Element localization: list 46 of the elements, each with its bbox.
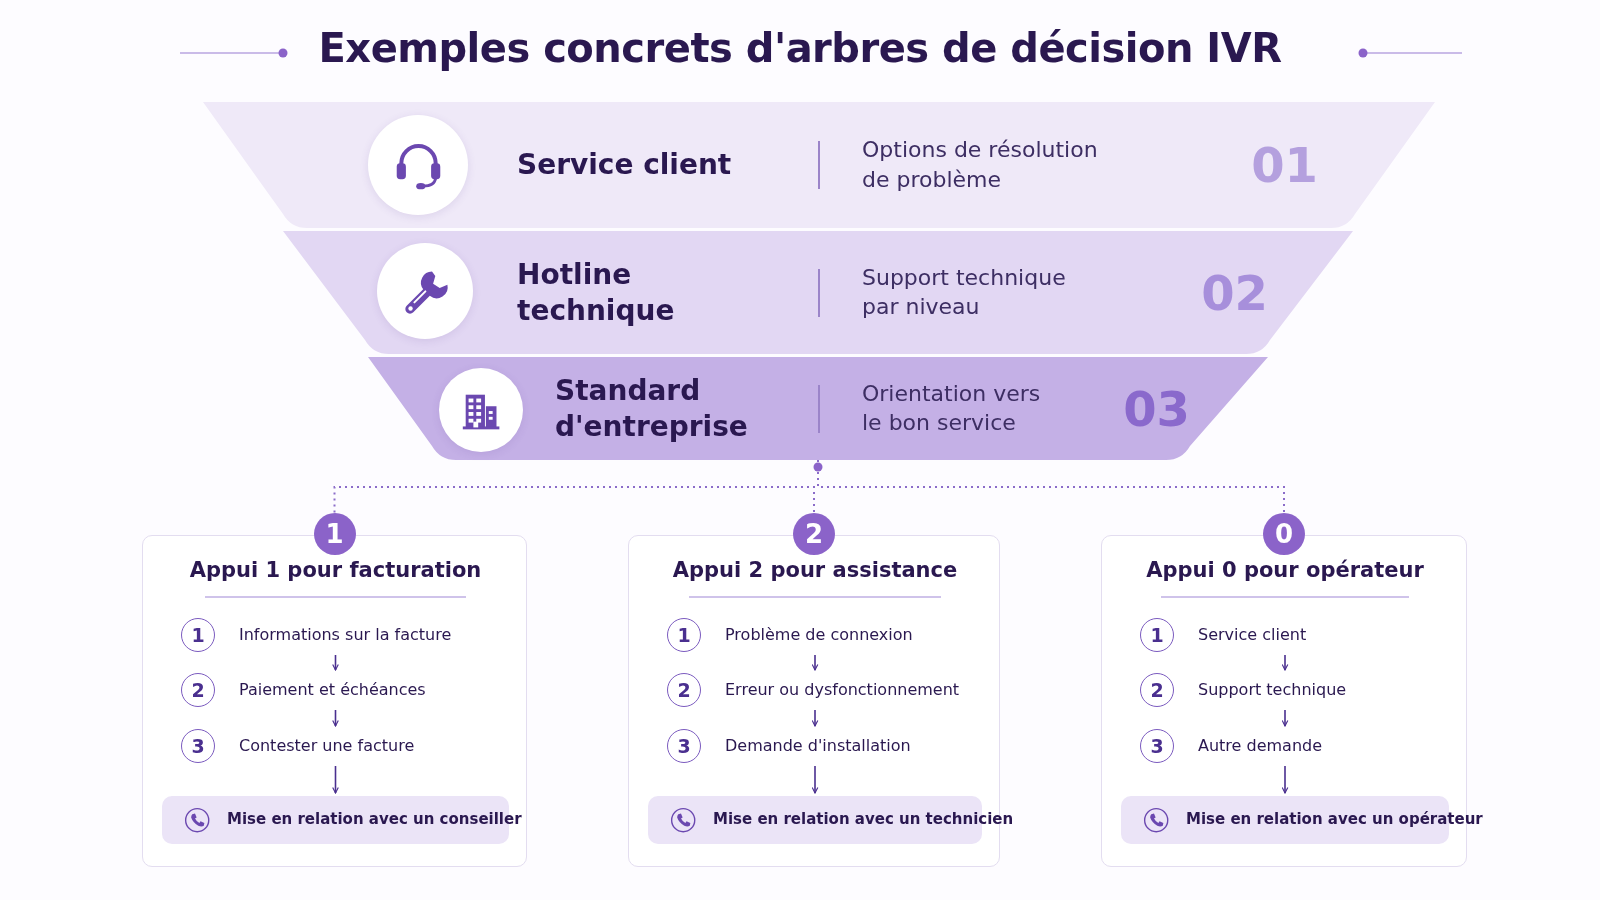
step-number: 3 — [667, 729, 701, 763]
band-description: Options de résolution de problème — [862, 136, 1099, 194]
number-badge: 0 — [1263, 513, 1305, 555]
card-title: Appui 1 pour facturation — [188, 558, 483, 582]
band-number: 03 — [1123, 384, 1190, 433]
step-number: 3 — [181, 729, 215, 763]
step-label: Problème de connexion — [725, 625, 913, 644]
step-number: 2 — [181, 673, 215, 707]
step-number: 3 — [1140, 729, 1174, 763]
step-label: Informations sur la facture — [239, 625, 452, 644]
step-label: Support technique — [1198, 680, 1347, 699]
step-number: 2 — [667, 673, 701, 707]
step-number: 1 — [181, 618, 215, 652]
band-description: Orientation vers le bon service — [862, 379, 1042, 438]
diagram-title: Exemples concrets d'arbres de décision IVR — [318, 25, 1282, 71]
step-label: Service client — [1198, 625, 1307, 644]
arrow — [332, 709, 339, 727]
arrow — [811, 765, 819, 794]
arrow — [332, 765, 339, 794]
step-label: Paiement et échéances — [239, 680, 426, 699]
band-description: Support technique par niveau — [862, 263, 1067, 322]
call-label: Mise en relation avec un opérateur — [1186, 810, 1483, 828]
band-title: Hotline technique — [517, 256, 676, 329]
call-label: Mise en relation avec un technicien — [713, 810, 1014, 828]
number-badge: 1 — [313, 513, 356, 555]
arrow — [1281, 654, 1289, 671]
arrow — [1281, 709, 1289, 727]
step-number: 1 — [1140, 618, 1174, 652]
arrow — [332, 654, 339, 671]
number-badge: 2 — [793, 513, 835, 555]
step-label: Erreur ou dysfonctionnement — [725, 680, 960, 699]
arrow — [1281, 765, 1289, 794]
step-number: 2 — [1140, 673, 1174, 707]
arrow — [811, 654, 819, 671]
step-number: 1 — [667, 618, 701, 652]
card-title: Appui 0 pour opérateur — [1145, 558, 1425, 582]
call-label: Mise en relation avec un conseiller — [227, 810, 522, 828]
arrow — [811, 709, 819, 727]
step-label: Autre demande — [1198, 736, 1323, 755]
band-title: Standard d'entreprise — [555, 372, 749, 445]
band-number: 02 — [1201, 268, 1268, 317]
band-title: Service client — [517, 146, 733, 183]
step-label: Demande d'installation — [725, 736, 911, 755]
band-number: 01 — [1251, 141, 1318, 189]
step-label: Contester une facture — [239, 736, 415, 755]
card-title: Appui 2 pour assistance — [671, 558, 959, 582]
